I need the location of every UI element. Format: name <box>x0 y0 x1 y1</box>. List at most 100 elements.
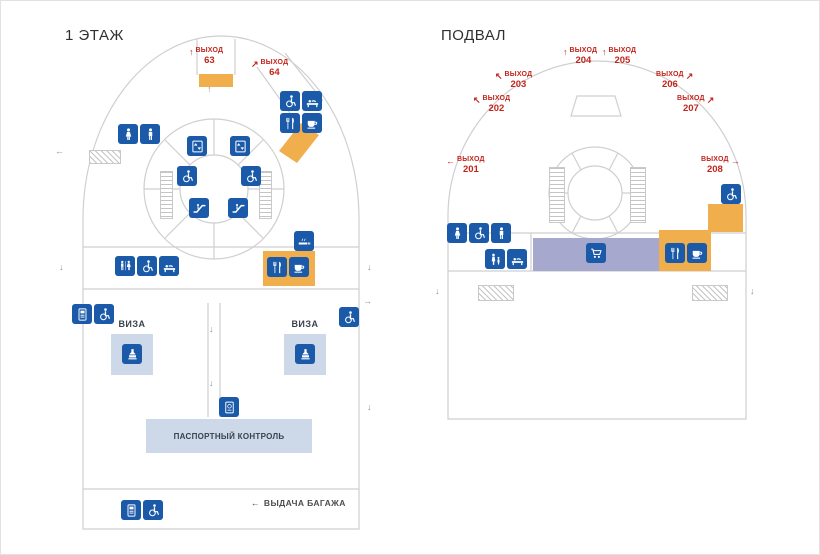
accessible-left <box>177 166 197 186</box>
smoking-area-group <box>294 231 314 251</box>
food-group-basement <box>665 243 707 263</box>
visa-label-left: ВИЗА <box>118 319 146 329</box>
exit-word: ВЫХОД <box>504 71 533 78</box>
passport-control-area: ПАСПОРТНЫЙ КОНТРОЛЬ <box>146 419 312 453</box>
escalator-shaft <box>160 171 173 219</box>
exit-direction-arrow-icon: ↑ <box>602 47 607 57</box>
exit-number: 201 <box>462 164 479 176</box>
elevator-icon <box>187 136 207 156</box>
exit-number: 202 <box>488 103 505 115</box>
direction-arrow-right: → <box>363 296 372 306</box>
exit-word: ВЫХОД <box>701 156 729 163</box>
escalator-left <box>189 198 209 218</box>
visa-stamp-icon <box>122 344 142 364</box>
exit-number: 207 <box>682 103 699 115</box>
toilets-group-basement <box>447 223 511 243</box>
exit-number: 203 <box>510 79 527 91</box>
wheelchair-icon <box>177 166 197 186</box>
baggage-claim-label: ← ВЫДАЧА БАГАЖА <box>251 498 346 508</box>
accessible-far-right <box>339 307 359 327</box>
left-arrow-icon: ← <box>251 498 260 508</box>
wheelchair-icon <box>721 184 741 204</box>
direction-arrow-down: ↓ <box>367 402 372 412</box>
restaurant-icon <box>267 257 287 277</box>
exit-direction-arrow-icon: ↗ <box>706 95 715 105</box>
exit-word: ВЫХОД <box>457 156 485 163</box>
escalator-shaft <box>549 167 565 223</box>
baby-changing-icon <box>507 249 527 269</box>
cafe-icon <box>302 113 322 133</box>
exit-64-label: ↗ ВЫХОД 64 <box>251 59 288 79</box>
escalator-shaft <box>630 167 646 223</box>
exit63-gate-area <box>199 74 233 87</box>
toilets-icon <box>115 256 135 276</box>
exit-number: 208 <box>706 164 723 176</box>
shopping-cart-icon <box>586 243 606 263</box>
parent-child-icon <box>485 249 505 269</box>
exit-direction-arrow-icon: → <box>730 156 740 166</box>
exit-number: 205 <box>614 55 631 67</box>
visa-stamp-icon <box>295 344 315 364</box>
exit-word: ВЫХОД <box>677 95 705 102</box>
wheelchair-icon <box>469 223 489 243</box>
accessible-right <box>241 166 261 186</box>
direction-arrow-left: ← <box>55 146 64 156</box>
exit-number: 206 <box>661 79 678 91</box>
exit-direction-arrow-icon: ← <box>446 156 455 166</box>
wheelchair-icon <box>280 91 300 111</box>
direction-arrow-up: ↑ <box>207 84 212 94</box>
exit-word: ВЫХОД <box>195 47 224 54</box>
visa-label-right: ВИЗА <box>291 319 319 329</box>
escalator-icon <box>228 198 248 218</box>
cafe-area-right <box>708 204 743 232</box>
passport-icon <box>219 397 239 417</box>
visa-desk-left <box>122 344 142 364</box>
escalator-shaft <box>259 171 272 219</box>
family-group-basement <box>485 249 527 269</box>
toilets-women-icon <box>447 223 467 243</box>
smoking-icon <box>294 231 314 251</box>
wheelchair-icon <box>94 304 114 324</box>
exit-direction-arrow-icon: ↑ <box>563 47 568 57</box>
exit-word: ВЫХОД <box>569 47 598 54</box>
direction-arrow-down: ↓ <box>209 324 214 334</box>
exit-direction-arrow-icon: ↖ <box>473 95 481 105</box>
accessible-basement-right <box>721 184 741 204</box>
baby-changing-icon <box>159 256 179 276</box>
stairs-hatch <box>478 285 514 301</box>
exit-direction-arrow-icon: ↑ <box>189 47 194 57</box>
stairs-hatch <box>692 285 728 301</box>
exit-direction-arrow-icon: ↖ <box>495 71 503 81</box>
floor1-title: 1 ЭТАЖ <box>65 27 124 44</box>
toilets-group-mid <box>115 256 179 276</box>
restaurant-icon <box>665 243 685 263</box>
services-cluster <box>280 91 322 133</box>
exit-word: ВЫХОД <box>656 71 684 78</box>
direction-arrow-down: ↓ <box>59 262 64 272</box>
exit-word: ВЫХОД <box>608 47 637 54</box>
visa-desk-right <box>295 344 315 364</box>
elevator-icon <box>230 136 250 156</box>
direction-arrow-down: ↓ <box>435 286 440 296</box>
exit-direction-arrow-icon: ↗ <box>685 71 694 81</box>
exit-63-label: ↑ ВЫХОД 63 <box>189 47 223 67</box>
food-group-mid <box>267 257 309 277</box>
wheelchair-icon <box>137 256 157 276</box>
exit-word: ВЫХОД <box>482 95 511 102</box>
wheelchair-icon <box>241 166 261 186</box>
baggage-claim-text: ВЫДАЧА БАГАЖА <box>263 498 346 508</box>
toilets-men-icon <box>140 124 160 144</box>
direction-arrow-down: ↓ <box>209 378 214 388</box>
exit-word: ВЫХОД <box>260 59 289 66</box>
exit-number: 204 <box>575 55 592 67</box>
